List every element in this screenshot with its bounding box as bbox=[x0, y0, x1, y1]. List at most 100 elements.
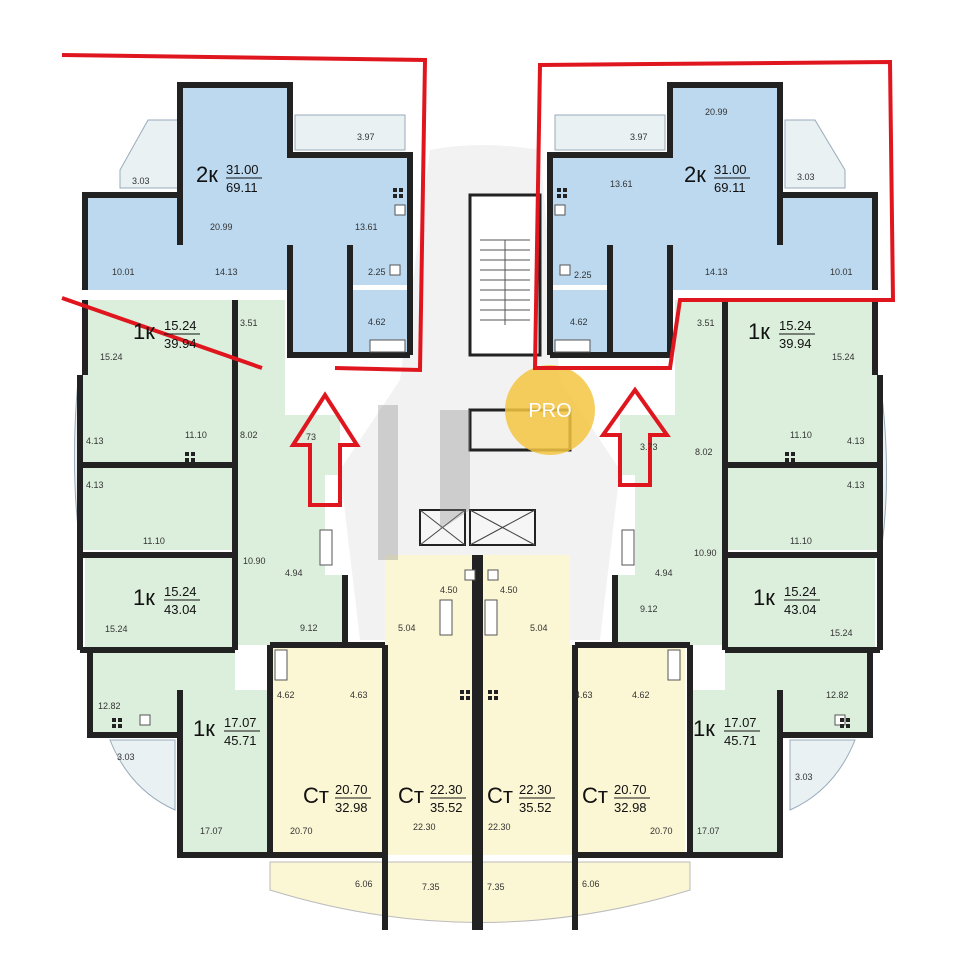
stove-icon bbox=[488, 690, 498, 700]
stair-treads bbox=[480, 239, 530, 325]
unit-total: 43.04 bbox=[784, 602, 817, 617]
arrow-up-right bbox=[599, 386, 671, 487]
unit-living: 22.30 bbox=[519, 782, 552, 797]
room bbox=[550, 155, 670, 245]
area-label: 3.03 bbox=[795, 772, 813, 782]
unit-living: 20.70 bbox=[335, 782, 368, 797]
unit-living: 31.00 bbox=[714, 162, 747, 177]
highlight-box-left bbox=[61, 53, 428, 373]
area-label: 4.50 bbox=[440, 585, 458, 595]
room bbox=[780, 195, 875, 290]
area-label: 17.07 bbox=[200, 826, 223, 836]
area-label: 4.94 bbox=[655, 568, 673, 578]
unit-label-left-1k-c: 1к 17.07 45.71 bbox=[193, 715, 260, 748]
logo-mark bbox=[378, 405, 470, 560]
room bbox=[615, 575, 725, 645]
unit-living: 15.24 bbox=[164, 584, 197, 599]
unit-living: 15.24 bbox=[779, 318, 812, 333]
unit-type: Ст bbox=[487, 783, 513, 808]
area-label: 13.61 bbox=[355, 222, 378, 232]
area-label: 14.13 bbox=[705, 267, 728, 277]
balcony-left-top bbox=[119, 119, 181, 189]
area-label: 3.73 bbox=[640, 442, 658, 452]
unit-label-left-1k-a: 1к 15.24 39.94 bbox=[133, 318, 200, 351]
area-label: 7.35 bbox=[487, 882, 505, 892]
area-label: 3.97 bbox=[630, 132, 648, 142]
unit-label-right-1k-c: 1к 17.07 45.71 bbox=[693, 715, 760, 748]
area-label: 10.90 bbox=[694, 548, 717, 558]
area-label: 17.07 bbox=[697, 826, 720, 836]
area-label: 5.04 bbox=[530, 623, 548, 633]
area-label: 4.13 bbox=[86, 436, 104, 446]
room bbox=[610, 290, 670, 355]
unit-type: 1к bbox=[748, 319, 770, 344]
unit-label-st-3: Ст 22.30 35.52 bbox=[487, 782, 555, 815]
sink bbox=[139, 714, 151, 726]
sink bbox=[464, 569, 476, 581]
area-label: 9.12 bbox=[300, 623, 318, 633]
sink bbox=[487, 569, 499, 581]
room bbox=[350, 245, 410, 285]
room bbox=[80, 465, 235, 550]
room bbox=[725, 465, 880, 550]
area-label: 15.24 bbox=[105, 624, 128, 634]
area-label: 73 bbox=[306, 432, 316, 442]
room bbox=[670, 85, 780, 245]
highlight-box-right bbox=[532, 59, 896, 370]
room bbox=[85, 195, 180, 290]
unit-type: 1к bbox=[693, 716, 715, 741]
unit-living: 31.00 bbox=[226, 162, 259, 177]
room-area-labels: 3.97 3.03 20.99 13.61 10.01 14.13 2.25 4… bbox=[86, 107, 865, 892]
area-label: 4.63 bbox=[575, 690, 593, 700]
watermark: PRO bbox=[378, 365, 595, 560]
room bbox=[725, 375, 880, 465]
area-label: 4.62 bbox=[632, 690, 650, 700]
area-label: 22.30 bbox=[488, 822, 511, 832]
unit-living: 20.70 bbox=[614, 782, 647, 797]
area-label: 4.62 bbox=[368, 317, 386, 327]
unit-total: 45.71 bbox=[224, 733, 257, 748]
balcony-left-bottom bbox=[109, 739, 176, 811]
area-label: 12.82 bbox=[98, 701, 121, 711]
unit-label-st-2: Ст 22.30 35.52 bbox=[398, 782, 466, 815]
area-label: 3.03 bbox=[797, 172, 815, 182]
area-label: 3.03 bbox=[132, 176, 150, 186]
unit-type: Ст bbox=[303, 783, 329, 808]
unit-type: 1к bbox=[193, 716, 215, 741]
room bbox=[180, 85, 290, 245]
area-label: 7.35 bbox=[422, 882, 440, 892]
core bbox=[419, 193, 572, 546]
unit-total: 32.98 bbox=[614, 800, 647, 815]
room bbox=[235, 575, 345, 645]
area-label: 15.24 bbox=[830, 628, 853, 638]
stove-icons bbox=[112, 188, 850, 728]
balcony-right-top bbox=[784, 119, 846, 189]
unit-label-left-1k-b: 1к 15.24 43.04 bbox=[133, 584, 200, 617]
room bbox=[675, 300, 725, 375]
room bbox=[290, 290, 350, 355]
stove-icon bbox=[840, 718, 850, 728]
unit-type: 1к bbox=[133, 585, 155, 610]
unit-label-st-1: Ст 20.70 32.98 bbox=[303, 782, 371, 815]
area-label: 22.30 bbox=[413, 822, 436, 832]
area-label: 2.25 bbox=[574, 270, 592, 280]
area-label: 3.03 bbox=[117, 752, 135, 762]
one-room-units-right bbox=[615, 300, 880, 855]
stove-icon bbox=[460, 690, 470, 700]
balcony-right-top-strip bbox=[554, 114, 666, 151]
unit-type: 1к bbox=[133, 319, 155, 344]
area-label: 20.70 bbox=[650, 826, 673, 836]
sink bbox=[389, 264, 401, 276]
area-label: 10.01 bbox=[112, 267, 135, 277]
room bbox=[290, 155, 410, 245]
pro-badge-text: PRO bbox=[528, 400, 571, 422]
unit-labels: 2к 31.00 69.11 2к 31.00 69.11 1к 15.24 3… bbox=[133, 162, 820, 815]
highlight-overlays bbox=[61, 53, 896, 507]
unit-total: 69.11 bbox=[226, 180, 258, 195]
bathtub bbox=[621, 529, 635, 566]
area-label: 11.10 bbox=[143, 536, 165, 546]
unit-total: 45.71 bbox=[724, 733, 757, 748]
walls bbox=[77, 82, 883, 930]
room bbox=[620, 415, 675, 475]
area-label: 20.99 bbox=[705, 107, 728, 117]
